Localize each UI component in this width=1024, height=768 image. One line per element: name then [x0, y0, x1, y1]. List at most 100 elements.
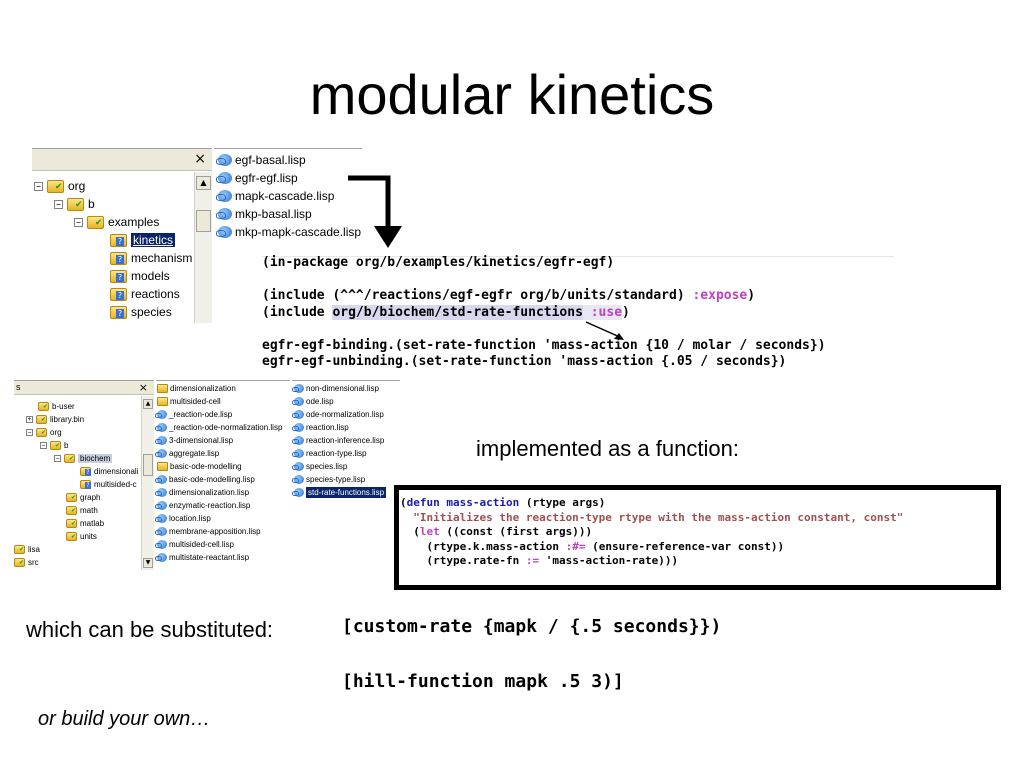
folder-icon — [157, 384, 168, 393]
file-item[interactable]: mkp-basal.lisp — [216, 205, 312, 223]
lisp-file-icon — [216, 190, 232, 202]
tree-item-org[interactable]: − org — [34, 177, 85, 195]
tree-item[interactable]: −b — [40, 439, 68, 452]
build-your-own-label: or build your own… — [38, 708, 211, 730]
scroll-down-icon[interactable]: ▼ — [143, 558, 153, 568]
defun-code: (defun mass-action (rtype args) "Initial… — [400, 496, 904, 567]
file-item[interactable]: species-type.lisp — [292, 473, 365, 486]
folder-question-icon — [110, 233, 127, 247]
file-item[interactable]: reaction.lisp — [292, 421, 349, 434]
file-item[interactable]: reaction-type.lisp — [292, 447, 366, 460]
tree-item[interactable]: graph — [66, 491, 100, 504]
collapse-icon[interactable]: − — [54, 455, 61, 462]
lisp-file-icon — [155, 488, 167, 497]
tree-item[interactable]: units — [66, 530, 97, 543]
tree-item[interactable]: matlab — [66, 517, 104, 530]
defun-code-box — [394, 485, 1001, 590]
folder-check-icon — [36, 415, 47, 424]
file-item[interactable]: multisided-cell.lisp — [155, 538, 234, 551]
file-item[interactable]: aggregate.lisp — [155, 447, 219, 460]
file-list-panel-2: dimensionalization multisided-cell _reac… — [155, 380, 290, 568]
file-list-panel-3: non-dimensional.lisp ode.lisp ode-normal… — [292, 380, 400, 500]
tree-item-kinetics[interactable]: kinetics — [110, 231, 176, 249]
tree-item[interactable]: multisided-c — [80, 478, 137, 491]
collapse-icon[interactable]: − — [54, 199, 63, 209]
lisp-file-icon — [292, 436, 304, 445]
folder-icon — [157, 397, 168, 406]
tree-item-reactions[interactable]: reactions — [110, 285, 180, 303]
folder-check-icon — [64, 454, 75, 463]
custom-rate-code: [custom-rate {mapk / {.5 seconds}}) — [342, 616, 722, 637]
collapse-icon[interactable]: − — [26, 429, 33, 436]
file-item[interactable]: species.lisp — [292, 460, 347, 473]
tree-item[interactable]: math — [66, 504, 98, 517]
file-item-selected[interactable]: std-rate-functions.lisp — [292, 486, 387, 499]
file-item[interactable]: ode-normalization.lisp — [292, 408, 384, 421]
lisp-file-icon — [292, 488, 304, 497]
file-item[interactable]: location.lisp — [155, 512, 211, 525]
lisp-file-icon — [292, 410, 304, 419]
collapse-icon[interactable]: − — [40, 442, 47, 449]
lisp-file-icon — [292, 397, 304, 406]
tree-item-label: mechanism — [131, 251, 193, 265]
folder-check-icon — [14, 558, 25, 567]
scroll-thumb[interactable] — [143, 454, 153, 476]
scroll-thumb[interactable] — [196, 210, 211, 232]
tree-item[interactable]: +library.bin — [26, 413, 84, 426]
tree-item-label: models — [131, 269, 170, 283]
file-item[interactable]: non-dimensional.lisp — [292, 382, 379, 395]
scrollbar[interactable]: ▲ — [194, 172, 212, 323]
tree-item-models[interactable]: models — [110, 267, 170, 285]
folder-check-icon — [66, 493, 77, 502]
lisp-file-icon — [155, 540, 167, 549]
pointer-arrow-icon — [585, 321, 624, 340]
tree-item-label: org — [68, 179, 86, 193]
lisp-file-icon — [216, 154, 232, 166]
scroll-up-icon[interactable]: ▲ — [196, 176, 211, 190]
tree-item-species[interactable]: species — [110, 303, 172, 321]
lisp-file-icon — [155, 514, 167, 523]
divider — [262, 256, 894, 257]
panel-header: × — [32, 149, 212, 171]
collapse-icon[interactable]: − — [74, 217, 83, 227]
close-icon[interactable]: × — [138, 381, 148, 394]
file-item[interactable]: 3-dimensional.lisp — [155, 434, 233, 447]
tree-item-b[interactable]: − b — [54, 195, 95, 213]
tree-item[interactable]: −biochem — [54, 452, 113, 465]
scrollbar[interactable]: ▲ ▼ — [141, 396, 154, 570]
scroll-up-icon[interactable]: ▲ — [143, 399, 153, 409]
file-item[interactable]: mapk-cascade.lisp — [216, 187, 334, 205]
expand-icon[interactable]: + — [26, 416, 33, 423]
collapse-icon[interactable]: − — [34, 181, 43, 191]
file-item[interactable]: multistate-reactant.lisp — [155, 551, 249, 564]
file-item[interactable]: _reaction-ode-normalization.lisp — [155, 421, 282, 434]
tree-item-examples[interactable]: − examples — [74, 213, 159, 231]
file-item[interactable]: dimensionalization.lisp — [155, 486, 249, 499]
tree-item[interactable]: src — [14, 556, 39, 569]
file-item[interactable]: reaction-inference.lisp — [292, 434, 384, 447]
lisp-file-icon — [292, 449, 304, 458]
close-icon[interactable]: × — [194, 151, 206, 167]
tree-item[interactable]: b-user — [38, 400, 75, 413]
file-item[interactable]: _reaction-ode.lisp — [155, 408, 232, 421]
file-item[interactable]: multisided-cell — [157, 395, 221, 408]
folder-question-icon — [110, 251, 127, 265]
tree-item[interactable]: dimensionali — [80, 465, 138, 478]
tree-item[interactable]: −org — [26, 426, 62, 439]
lisp-file-icon — [216, 208, 232, 220]
file-item[interactable]: mkp-mapk-cascade.lisp — [216, 223, 361, 241]
file-item[interactable]: dimensionalization — [157, 382, 236, 395]
tree-item[interactable]: lisa — [14, 543, 40, 556]
file-item[interactable]: membrane-apposition.lisp — [155, 525, 261, 538]
file-item[interactable]: basic-ode-modelling — [157, 460, 242, 473]
file-item[interactable]: egf-basal.lisp — [216, 151, 306, 169]
lisp-file-icon — [155, 527, 167, 536]
file-name: egf-basal.lisp — [235, 153, 306, 167]
file-item[interactable]: enzymatic-reaction.lisp — [155, 499, 250, 512]
folder-check-icon — [50, 441, 61, 450]
file-item[interactable]: basic-ode-modelling.lisp — [155, 473, 255, 486]
file-item[interactable]: ode.lisp — [292, 395, 334, 408]
file-item[interactable]: egfr-egf.lisp — [216, 169, 298, 187]
hill-function-code: [hill-function mapk .5 3)] — [342, 671, 624, 692]
tree-item-mechanism[interactable]: mechanism — [110, 249, 192, 267]
